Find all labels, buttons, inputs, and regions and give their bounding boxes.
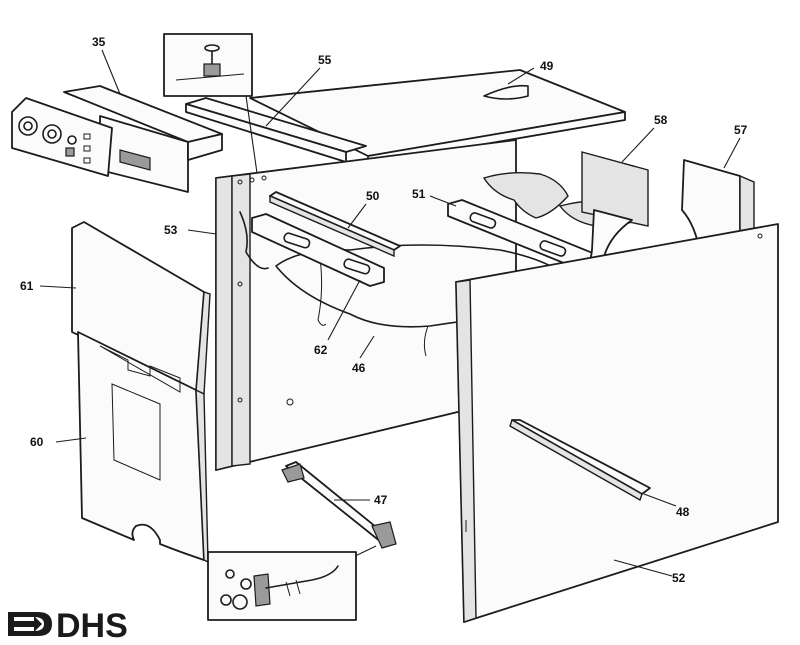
label-58: 58 (654, 113, 668, 127)
label-35: 35 (92, 35, 106, 49)
stay-bar-47 (281, 461, 397, 573)
label-50: 50 (366, 189, 380, 203)
dhs-logo-arrow-icon (8, 612, 52, 636)
label-55: 55 (318, 53, 332, 67)
label-61: 61 (20, 279, 34, 293)
dhs-logo: DHS (4, 604, 156, 645)
label-53: 53 (164, 223, 178, 237)
label-46: 46 (352, 361, 366, 375)
rail-48 (509, 418, 651, 502)
panel-61 (71, 221, 211, 395)
label-57: 57 (734, 123, 748, 137)
logo-text: DHS (56, 607, 128, 645)
label-51: 51 (412, 187, 426, 201)
panel-58 (581, 151, 649, 227)
bracket-50 (269, 191, 401, 258)
screw-detail-inset (163, 33, 259, 181)
leader-lines (39, 49, 741, 577)
control-panel (11, 85, 223, 193)
hinge-detail-inset (207, 551, 357, 621)
label-49: 49 (540, 59, 554, 73)
bracket-62 (251, 213, 385, 287)
panel-60 (77, 331, 209, 564)
side-panel (215, 139, 517, 471)
label-62: 62 (314, 343, 328, 357)
label-48: 48 (676, 505, 690, 519)
label-60: 60 (30, 435, 44, 449)
label-52: 52 (672, 571, 686, 585)
front-panel (455, 223, 779, 623)
label-47: 47 (374, 493, 388, 507)
callout-labels: 35 55 49 58 57 50 51 53 61 62 46 60 47 4… (20, 35, 748, 585)
